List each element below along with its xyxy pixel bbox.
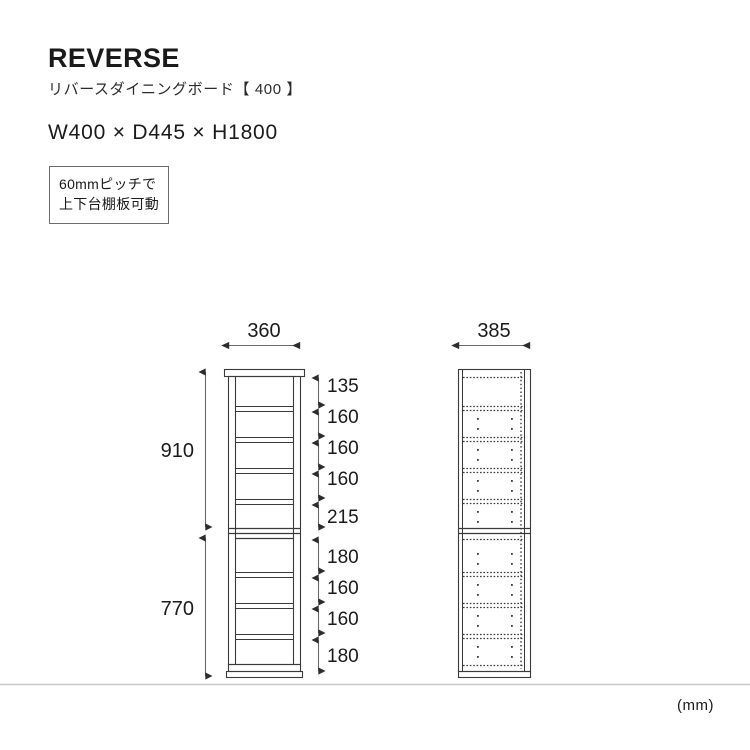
front-shelf-upper-1 (235, 405, 294, 413)
front-upper-section-label: 910 (161, 440, 194, 462)
front-shelf-lower-3 (235, 633, 294, 641)
header-block: REVERSE リバースダイニングボード【 400 】 W400 × D445 … (48, 43, 608, 145)
side-elevation (457, 368, 532, 679)
front-base-plinth (225, 663, 304, 679)
front-width-label: 360 (247, 320, 280, 342)
page-title: REVERSE (48, 43, 180, 73)
front-elevation (223, 368, 306, 679)
feature-callout-box: 60mmピッチで 上下台棚板可動 (49, 166, 170, 224)
front-shelf-lower-1 (235, 571, 294, 579)
front-top-cap (223, 368, 306, 378)
front-lower-section-label: 770 (161, 598, 194, 620)
product-overall-dimensions: W400 × D445 × H1800 (48, 120, 279, 144)
side-mid-divider (458, 527, 531, 535)
upper-gap-label-2: 160 (327, 407, 359, 428)
lower-gap-label-1: 180 (327, 547, 359, 568)
upper-gap-labels: 135 160 160 160 215 (327, 376, 359, 528)
front-carcass-upper-outer (227, 375, 302, 666)
front-shelf-lower-2 (235, 602, 294, 610)
upper-gap-label-3: 160 (327, 438, 359, 459)
lower-gap-label-3: 160 (327, 609, 359, 630)
side-base-plinth (457, 670, 532, 679)
upper-gap-label-5: 215 (327, 507, 359, 528)
side-depth-dimension: 385 (451, 320, 531, 350)
front-shelf-upper-2 (235, 436, 294, 444)
lower-gap-labels: 180 160 160 180 (327, 547, 359, 667)
side-carcass-outline (457, 368, 532, 673)
side-depth-label: 385 (477, 320, 510, 342)
product-subtitle: リバースダイニングボード【 400 】 (48, 80, 303, 98)
upper-gap-label-1: 135 (327, 376, 359, 397)
front-shelf-upper-4 (235, 498, 294, 506)
callout-line-2: 上下台棚板可動 (59, 196, 160, 213)
side-peg-holes-front (477, 418, 479, 658)
front-upper-section-dimension: 910 (161, 368, 213, 531)
side-hidden-shelves-lower (463, 538, 524, 667)
front-lower-section-dimension: 770 (161, 534, 213, 680)
front-width-dimension: 360 (221, 320, 301, 350)
front-mid-divider (228, 527, 301, 540)
side-peg-holes-rear (511, 418, 513, 658)
unit-note: (mm) (677, 697, 714, 714)
front-shelf-upper-3 (235, 467, 294, 475)
upper-gap-label-4: 160 (327, 469, 359, 490)
lower-gap-label-2: 160 (327, 578, 359, 599)
lower-gap-label-4: 180 (327, 646, 359, 667)
side-hidden-shelves-upper (463, 376, 524, 505)
callout-line-1: 60mmピッチで (59, 176, 157, 192)
